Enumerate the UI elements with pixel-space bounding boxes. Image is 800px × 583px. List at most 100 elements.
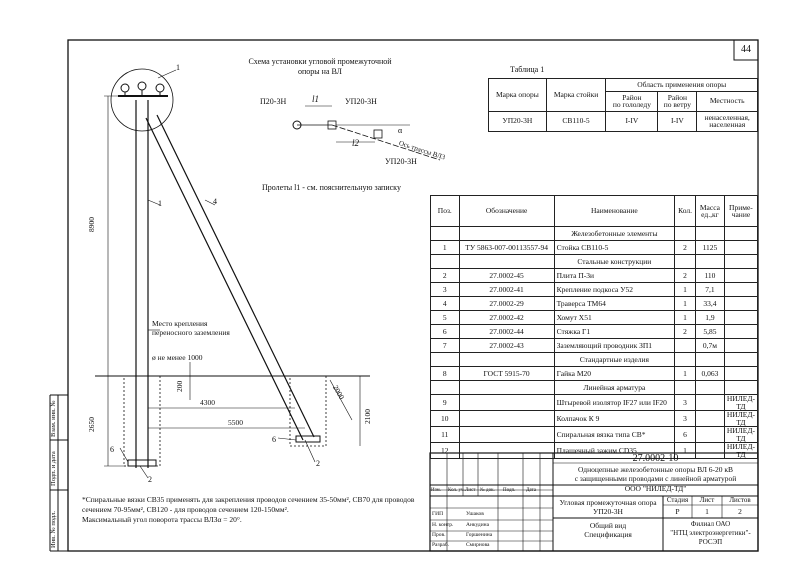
callout-2-left: 2 xyxy=(148,475,152,484)
scheme-label-p20: П20-3Н xyxy=(260,97,287,106)
tb-h-data: Дата xyxy=(526,488,536,493)
scheme-title-line1: Схема установки угловой промежуточной xyxy=(248,57,392,66)
dim-2100: 2100 xyxy=(363,409,372,424)
tb-desc-line1: Одноцепные железобетонные опоры ВЛ 6-20 … xyxy=(577,465,734,474)
table1-h-post: Марка стойки xyxy=(545,78,607,112)
dim-5500: 5500 xyxy=(228,418,243,427)
side-vzam: Взам. инв. № xyxy=(50,400,57,437)
sheet-number-box xyxy=(733,39,759,61)
scheme-title-line2: опоры на ВЛ xyxy=(298,67,342,76)
ground-note-line1: Место крепления xyxy=(152,319,208,328)
side-inv: Инв. № подл. xyxy=(50,510,57,548)
tb-h-doc: № док. xyxy=(480,488,495,493)
dim-2650: 2650 xyxy=(87,417,96,432)
tb-desc-line3: ООО "НИЛЕД-ТД" xyxy=(624,484,687,493)
spec-section-2: Стальные конструкции xyxy=(553,254,676,269)
callout-2-right: 2 xyxy=(316,459,320,468)
plan-scheme xyxy=(292,105,441,161)
footnote-line1: *Спиральные вязки СВ35 применять для зак… xyxy=(82,495,415,504)
table1-place: ненаселенная,населенная xyxy=(696,110,758,132)
tb-name-4: Смирнова xyxy=(466,542,490,548)
title-block-frame xyxy=(429,452,759,552)
table1-mark: УП20-3Н xyxy=(488,110,547,132)
tb-stage: Р xyxy=(675,507,680,516)
spec-h-pos: Поз. xyxy=(430,195,460,227)
tb-view-line2: Спецификация xyxy=(584,530,632,539)
table1-h-mark: Марка опоры xyxy=(488,78,547,112)
table1-title: Таблица 1 xyxy=(510,65,545,74)
table1-ice: I-IV xyxy=(605,110,659,132)
callout-6-right: 6 xyxy=(272,435,276,444)
tb-h-list: Лист xyxy=(465,488,476,493)
pole-drawing xyxy=(95,68,370,479)
sheet-number: 44 xyxy=(741,44,751,55)
footnote-line3: Максимальный угол поворота трассы ВЛЗα =… xyxy=(82,515,242,524)
sheet-frame xyxy=(67,39,759,552)
callout-4: 4 xyxy=(213,197,217,206)
table1-wind: I-IV xyxy=(657,110,698,132)
tb-name-1: Ушаков xyxy=(466,511,484,517)
scheme-label-alpha: α xyxy=(398,126,403,135)
tb-stage-h: Стадия xyxy=(666,496,689,504)
scheme-label-l2: l2 xyxy=(352,138,360,148)
spec-section-1: Железобетонные элементы xyxy=(553,226,676,241)
spec-section-4: Линейная арматура xyxy=(553,380,676,395)
dim-200: 200 xyxy=(175,380,184,392)
tb-org-line2: "НТЦ электроэнергетики"- xyxy=(670,529,751,537)
callout-6-left: 6 xyxy=(110,445,114,454)
tb-sheets-h: Листов xyxy=(729,496,751,504)
callout-1-post: 1 xyxy=(158,199,162,208)
spec-h-note: Приме-чание xyxy=(723,195,759,227)
tb-view-line1: Общий вид xyxy=(589,521,627,530)
spec-table: Поз. Обозначение Наименование Кол. Масса… xyxy=(430,195,759,459)
tb-sheet-h: Лист xyxy=(699,496,715,504)
ground-note-line2: переносного заземления xyxy=(152,328,230,337)
tb-object-line2: УП20-3Н xyxy=(593,507,623,516)
callout-1-top: 1 xyxy=(176,63,180,72)
tb-role-4: Разраб. xyxy=(432,542,450,548)
tb-name-2: Анкудина xyxy=(466,522,490,528)
side-sign: Подп. и дата xyxy=(50,451,57,486)
tb-sheet: 1 xyxy=(705,507,709,516)
spec-section-3: Стандартные изделия xyxy=(553,352,676,367)
footnote-line2: сечением 70-95мм², СВ120 - для проводов … xyxy=(82,505,289,514)
tb-object-line1: Угловая промежуточная опора xyxy=(559,498,657,507)
tb-desc-line2: с защищенными проводами с линейной армат… xyxy=(574,474,737,483)
tb-role-3: Пров. xyxy=(432,532,446,538)
spec-h-desig: Обозначение xyxy=(458,195,555,227)
spans-note: Пролеты l1 - см. пояснительную записку xyxy=(262,183,401,192)
table1: Марка опоры Марка стойки Область примене… xyxy=(488,78,758,132)
tb-code: 27.0002-10 xyxy=(632,453,679,464)
dim-min-diameter: ø не менее 1000 xyxy=(152,353,203,362)
tb-name-3: Горшенина xyxy=(466,532,493,538)
tb-h-izm: Изм. xyxy=(431,488,441,493)
tb-role-2: Н. контр. xyxy=(432,522,454,528)
tb-role-1: ГИП xyxy=(432,511,444,517)
table1-post: СВ110-5 xyxy=(545,110,607,132)
scheme-label-l1: l1 xyxy=(312,94,320,104)
table1-h-place: Местность xyxy=(696,90,758,112)
tb-h-podp: Подп. xyxy=(503,488,516,493)
table1-h-area: Область применения опоры xyxy=(605,78,758,92)
dim-4300: 4300 xyxy=(200,398,215,407)
tb-org-line1: Филиал ОАО xyxy=(690,520,731,528)
dim-8900: 8900 xyxy=(87,217,96,232)
scheme-label-up20-top: УП20-3Н xyxy=(345,97,377,106)
spec-h-qty: Кол. xyxy=(674,195,696,227)
tb-sheets: 2 xyxy=(738,507,742,516)
